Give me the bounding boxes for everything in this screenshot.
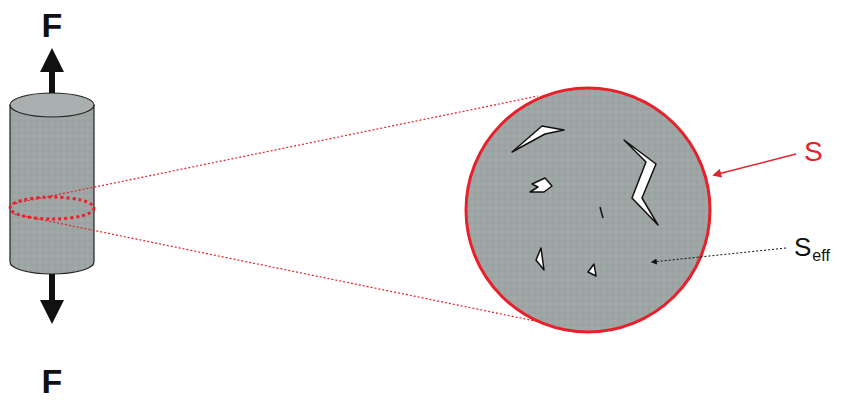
cylinder xyxy=(10,93,94,274)
cracks xyxy=(512,126,658,276)
effective-section-label: S xyxy=(794,234,811,260)
section-circle xyxy=(466,88,710,332)
force-label: F xyxy=(42,364,63,398)
section-label: S xyxy=(804,138,823,166)
leader-line xyxy=(714,154,796,175)
leader-line xyxy=(652,248,786,262)
subscript-label: eff xyxy=(812,248,830,264)
force-label: F xyxy=(42,8,63,42)
zoom-line xyxy=(14,214,540,322)
zoom-line xyxy=(12,96,538,204)
